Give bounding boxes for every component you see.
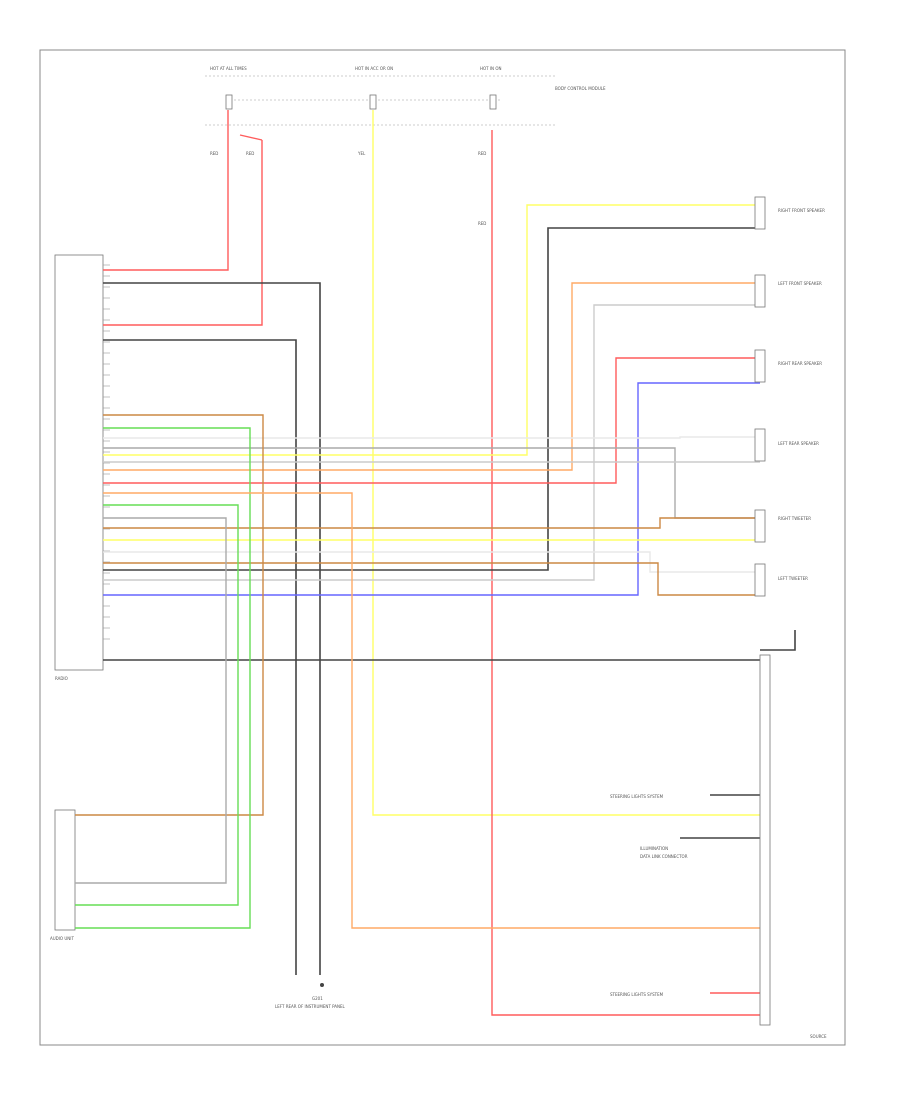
wire-label-red-3: RED [478,151,486,156]
radio-unit [54,254,104,671]
speaker-label-right-front: RIGHT FRONT SPEAKER [778,208,825,213]
wire-orange-9 [103,282,760,471]
speaker-symbol-5 [754,563,766,597]
fuse-box-note: BODY CONTROL MODULE [555,86,606,91]
steering-lights-b: STEERING LIGHTS SYSTEM [610,992,664,997]
wire-brown-16 [103,517,760,529]
wire-white-13 [103,436,760,439]
wire-orange-25 [103,492,760,929]
wire-green-22 [75,427,251,929]
audio-unit-label: AUDIO UNIT [50,936,74,941]
fuse-label-mid: HOT IN ACC OR ON [355,66,393,71]
wire-black-8 [103,227,760,571]
ground-point [320,983,324,987]
wire-green-23 [75,504,239,906]
radio-name: RADIO [55,676,68,681]
wire-black-4 [103,339,297,975]
wire-brown-21 [75,414,264,816]
ground-desc: LEFT REAR OF INSTRUMENT PANEL [275,1004,345,1009]
ground-label: G201 [312,996,323,1001]
wire-label-red-2: RED [246,151,254,156]
speaker-symbol-4 [754,509,766,543]
wire-lightgray-10 [103,304,760,581]
wire-label-yel: YEL [357,151,366,156]
figure-code: SOURCE [810,1034,827,1039]
radio-pin-ticks [103,264,110,640]
wire-label-red-1: RED [210,151,218,156]
fuse-label-left: HOT AT ALL TIMES [210,66,247,71]
wire-white-18 [103,551,760,573]
fuse-right [489,94,497,110]
speaker-symbol-1 [754,274,766,308]
speakers [754,196,766,597]
wire-red-2 [239,134,263,141]
speaker-symbol-3 [754,428,766,462]
data-link-label: DATA LINK CONNECTOR [640,854,688,859]
wire-red-0 [103,110,229,271]
speaker-label-right-rear: RIGHT REAR SPEAKER [778,361,822,366]
wire-red-1 [103,140,263,326]
speaker-label-left-tweeter: LEFT TWEETER [778,576,808,581]
wire-black-3 [103,282,321,975]
wire-yellow-7 [103,204,760,456]
diagram-frame [39,49,846,1046]
wires [75,110,796,1016]
illumination-label: ILLUMINATION [640,846,668,851]
wire-blue-12 [103,382,760,596]
wire-label-red-4: RED [478,221,486,226]
steering-lights-a: STEERING LIGHTS SYSTEM [610,794,664,799]
fuse-left [225,94,233,110]
wire-red-6 [491,130,760,1016]
speaker-label-right-tweeter: RIGHT TWEETER [778,516,811,521]
speaker-symbol-2 [754,349,766,383]
speaker-symbol-0 [754,196,766,230]
wire-red-11 [103,357,760,484]
wire-brown-19 [103,562,760,596]
speaker-label-left-rear: LEFT REAR SPEAKER [778,441,819,446]
fuse-mid [369,94,377,110]
audio-unit [54,809,76,931]
right-connector [759,654,771,1026]
wire-yellow-5 [372,110,760,816]
wire-gray-24 [75,517,227,884]
fuse-label-right: HOT IN ON [480,66,501,71]
wire-black-29 [760,630,796,651]
speaker-label-left-front: LEFT FRONT SPEAKER [778,281,822,286]
